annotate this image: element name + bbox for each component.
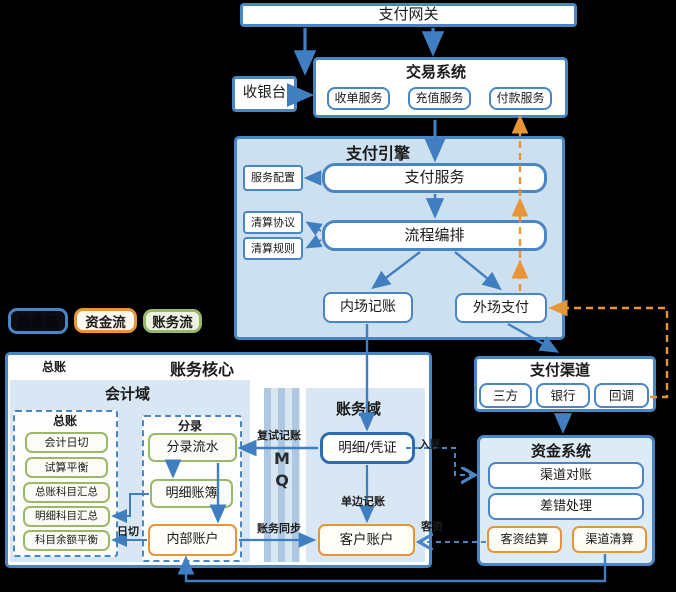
- callback-node: 回调: [594, 383, 649, 408]
- legend-fund-flow-label: 资金流: [85, 314, 126, 331]
- legend-info-flow-label: 信息流: [17, 315, 59, 331]
- external-payment-node: 外场支付: [455, 293, 547, 323]
- payout-service-node: 付款服务: [489, 87, 552, 110]
- bank-node: 银行: [536, 383, 590, 408]
- cashier-label: 收银台: [242, 85, 287, 102]
- reconciliation-node: 渠道对账: [488, 462, 644, 489]
- service-config-node: 服务配置: [243, 165, 303, 191]
- internal-booking-node: 内场记账: [323, 292, 413, 323]
- gl-item-gl-subject-summary: 总账科目汇总: [23, 482, 110, 503]
- orchestration-node: 流程编排: [322, 220, 547, 251]
- trade-system-title: 交易系统: [406, 63, 467, 81]
- payment-service-node: 支付服务: [322, 163, 547, 193]
- payment-service-label: 支付服务: [404, 168, 465, 187]
- entry-flow-label: 分录流水: [166, 439, 219, 455]
- payment-channel-title: 支付渠道: [530, 361, 591, 379]
- gl-item-label: 会计日切: [44, 435, 89, 449]
- gl-item-trial-balance: 试算平衡: [25, 457, 108, 478]
- clearing-rule-label: 清算规则: [251, 241, 295, 255]
- customer-account-label: 客户账户: [339, 531, 394, 548]
- mq-letter-m: M: [274, 449, 290, 468]
- detail-ledger-label: 明细账簿: [165, 485, 218, 501]
- channel-clearing-label: 渠道清算: [585, 532, 634, 547]
- mq-label: M Q: [264, 448, 300, 493]
- third-party-node: 三方: [479, 383, 532, 408]
- gl-item-label: 总账科目汇总: [35, 485, 98, 498]
- service-config-label: 服务配置: [251, 171, 295, 185]
- edge-label-account-sync: 账务同步: [257, 522, 301, 535]
- recharge-service-node: 充值服务: [408, 87, 471, 110]
- mq-letter-q: Q: [275, 471, 289, 491]
- payment-engine-title: 支付引擎: [346, 144, 411, 163]
- account-core-title: 账务核心: [170, 360, 235, 379]
- edge-label-day-cut: 日切: [117, 525, 139, 538]
- entry-group-title: 分录: [178, 419, 203, 433]
- orchestration-label: 流程编排: [404, 225, 465, 244]
- error-handling-node: 差错处理: [488, 493, 644, 520]
- account-core-corner-label: 总账: [42, 360, 67, 374]
- legend-fund-flow: 资金流: [74, 308, 137, 333]
- detail-voucher-label: 明细/凭证: [338, 439, 397, 456]
- edge-label-customer-fund: 客资: [421, 520, 443, 533]
- gateway-node: 支付网关: [240, 3, 577, 27]
- detail-ledger-node: 明细账簿: [150, 479, 233, 508]
- booking-domain-title: 账务域: [336, 400, 382, 418]
- internal-account-label: 内部账户: [166, 532, 219, 548]
- acquiring-service-label: 收单服务: [334, 91, 383, 106]
- edge-label-booking: 入账: [419, 438, 441, 451]
- bank-label: 银行: [550, 387, 576, 403]
- gl-item-subject-balance: 科目余额平衡: [23, 530, 110, 551]
- detail-voucher-node: 明细/凭证: [320, 432, 415, 464]
- external-payment-label: 外场支付: [473, 299, 529, 316]
- channel-clearing-node: 渠道清算: [572, 526, 647, 553]
- legend-account-flow: 账务流: [143, 309, 202, 333]
- customer-settlement-label: 客资结算: [500, 532, 549, 547]
- internal-booking-label: 内场记账: [340, 299, 396, 316]
- acquiring-service-node: 收单服务: [327, 87, 390, 110]
- customer-account-node: 客户账户: [318, 524, 415, 556]
- edge-label-single-entry: 单边记账: [341, 495, 385, 508]
- clearing-protocol-label: 清算协议: [251, 215, 295, 229]
- payout-service-label: 付款服务: [496, 91, 545, 106]
- edge-label-double-entry: 复试记账: [257, 429, 301, 442]
- gl-item-label: 试算平衡: [44, 460, 89, 474]
- gateway-label: 支付网关: [378, 5, 439, 24]
- accounting-domain-title: 会计域: [105, 385, 151, 403]
- customer-settlement-node: 客资结算: [487, 526, 562, 553]
- gl-item-detail-subject-summary: 明细科目汇总: [23, 506, 110, 527]
- callback-label: 回调: [608, 387, 634, 403]
- legend-info-flow: 信息流: [8, 308, 68, 334]
- gl-group-title: 总账: [53, 414, 78, 428]
- cashier-node: 收银台: [232, 76, 297, 112]
- clearing-protocol-node: 清算协议: [243, 211, 303, 234]
- legend-account-flow-label: 账务流: [152, 315, 193, 331]
- mq-band: [264, 388, 300, 562]
- error-handling-label: 差错处理: [539, 498, 592, 514]
- internal-account-node: 内部账户: [148, 524, 237, 556]
- entry-flow-node: 分录流水: [148, 433, 237, 462]
- reconciliation-label: 渠道对账: [539, 467, 592, 483]
- clearing-rule-node: 清算规则: [243, 237, 303, 260]
- gl-item-day-cut: 会计日切: [25, 432, 108, 453]
- gl-item-label: 科目余额平衡: [35, 533, 98, 546]
- gl-item-label: 明细科目汇总: [35, 509, 98, 522]
- recharge-service-label: 充值服务: [415, 91, 464, 106]
- fund-system-title: 资金系统: [531, 442, 592, 460]
- third-party-label: 三方: [492, 387, 518, 403]
